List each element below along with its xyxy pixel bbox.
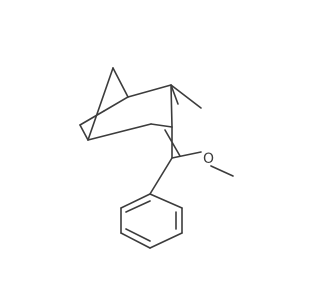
phenyl-ring xyxy=(120,157,183,249)
bond-c5-c4 xyxy=(79,124,89,141)
bond-oxygen-methyl xyxy=(210,165,234,177)
bond-c3-c3b xyxy=(150,123,173,128)
norbornane-cage xyxy=(79,67,173,141)
bond-exo-oxygen xyxy=(171,151,202,159)
ring-inner-bond-c xyxy=(125,200,151,213)
structure-drawing: O xyxy=(79,67,234,249)
bond-methyl-b xyxy=(170,84,202,109)
molecule-diagram: O xyxy=(79,67,234,249)
ring-bond-6 xyxy=(120,193,151,209)
methoxy-group: O xyxy=(171,151,234,177)
bond-c2-c3 xyxy=(170,84,173,128)
ring-bond-3 xyxy=(149,232,183,249)
gem-dimethyl xyxy=(170,84,202,109)
bond-c3-exo-double xyxy=(164,129,181,157)
bond-c1-c6 xyxy=(103,96,129,112)
oxygen-atom-label: O xyxy=(203,151,214,167)
ring-bond-4 xyxy=(120,232,151,249)
ring-inner-bond-b xyxy=(125,228,151,242)
bond-c1-c7 xyxy=(112,67,129,98)
bond-c1-c2 xyxy=(127,84,172,98)
exocyclic-double-bond xyxy=(164,126,181,159)
bond-exo-ipso xyxy=(149,157,173,195)
bond-c7-c4 xyxy=(87,67,114,141)
bond-c6-c5 xyxy=(79,110,105,126)
ring-bond-1 xyxy=(149,193,183,209)
bond-methyl-a xyxy=(170,84,179,105)
bond-c4-c3 xyxy=(87,123,152,141)
